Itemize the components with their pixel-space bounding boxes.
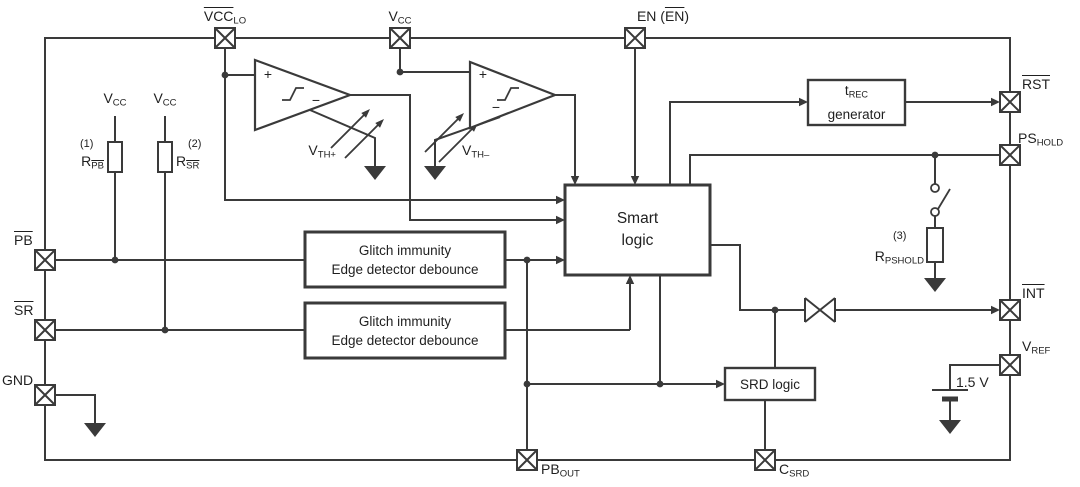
glitch-debounce-pb-block-text: Glitch immunity Edge detector debounce [331, 242, 479, 277]
wire-glitch2-output [505, 284, 631, 331]
wire-gnd [55, 394, 96, 423]
ground-symbol-vth-plus [364, 166, 386, 180]
vref-battery-symbol [932, 389, 968, 402]
comparator2-plus-sign: + [478, 66, 488, 82]
pin-vcc [389, 27, 411, 49]
ground-symbol-vref [939, 420, 961, 434]
vth-minus-label: VTH– [462, 142, 490, 161]
pin-csrd [754, 449, 776, 471]
ground-symbol-rpshold [924, 278, 946, 292]
pin-label-gnd: GND [2, 372, 34, 388]
pshold-switch [930, 183, 951, 217]
pin-rst [999, 91, 1021, 113]
pin-pbout [516, 449, 538, 471]
resistor-rpshold [926, 227, 944, 263]
pin-label-pb: PB [14, 232, 33, 248]
pin-label-int: INT [1022, 285, 1045, 301]
ground-symbol-gnd [84, 423, 106, 437]
variable-arrow-tips [361, 109, 478, 132]
int-output-driver-symbol [804, 297, 836, 323]
resistor-rpb [107, 141, 123, 173]
smart-logic-block-text: Smart logic [616, 210, 659, 249]
glitch-debounce-pb-box [303, 230, 507, 289]
rsr-label: RSR [176, 153, 200, 172]
pin-label-vcclo: VCCLO [203, 8, 247, 27]
rpb-note: (1) [80, 138, 94, 150]
srd-logic-block-text: SRD logic [739, 376, 801, 392]
rpb-label: RPB [81, 153, 104, 172]
pin-label-rst: RST [1022, 76, 1050, 92]
rpb-supply-label: VCC [103, 90, 127, 109]
pin-gnd [34, 384, 56, 406]
pin-vcclo [214, 27, 236, 49]
pin-en [624, 27, 646, 49]
smart-logic-box [563, 183, 712, 277]
wire-vref [949, 364, 1000, 420]
pin-pshold [999, 144, 1021, 166]
ground-symbol-vth-minus [424, 166, 446, 180]
wire-pshold [689, 154, 1000, 278]
wire-comp1-output [350, 94, 556, 221]
pin-label-csrd: CSRD [779, 461, 810, 480]
variable-arrows [330, 114, 473, 163]
comparator-1 [253, 58, 354, 132]
rpshold-note: (3) [893, 230, 907, 242]
pin-int [999, 299, 1021, 321]
trec-generator-block-text: tREC generator [827, 83, 886, 122]
pins [34, 27, 1021, 471]
pin-label-pbout: PBOUT [541, 461, 580, 480]
pin-label-pshold: PSHOLD [1018, 130, 1064, 149]
trec-generator-box [806, 78, 907, 127]
vref-value-label: 1.5 V [956, 374, 989, 390]
srd-logic-box [723, 366, 817, 402]
wire-vth-plus [309, 109, 376, 166]
glitch-debounce-sr-block-text: Glitch immunity Edge detector debounce [331, 313, 479, 348]
comparator-2 [468, 60, 559, 130]
pin-pb [34, 249, 56, 271]
pin-label-sr: SR [14, 302, 34, 318]
wire-vcclo [224, 48, 556, 201]
pin-vref [999, 354, 1021, 376]
glitch-debounce-sr-box [303, 301, 507, 360]
junction-dots [111, 68, 939, 388]
wire-comp2-output [555, 94, 576, 176]
rsr-supply-label: VCC [153, 90, 177, 109]
comparator1-plus-sign: + [263, 66, 273, 82]
comparator2-minus-sign: − [491, 99, 501, 115]
vth-plus-label: VTH+ [308, 142, 336, 161]
pin-label-vcc: VCC [388, 8, 412, 27]
pin-sr [34, 319, 56, 341]
rpshold-label: RPSHOLD [874, 248, 924, 267]
hysteresis-icon-1 [282, 87, 304, 101]
resistor-rsr [157, 141, 173, 173]
rsr-note: (2) [188, 138, 202, 150]
wire-trec-input [669, 101, 799, 185]
pin-label-vref: VREF [1022, 338, 1051, 357]
wire-vcc [399, 48, 470, 73]
pin-label-en: EN (EN) [636, 8, 690, 24]
hysteresis-icon-2 [497, 87, 519, 101]
arrowheads [556, 97, 1000, 389]
comparator1-minus-sign: − [311, 92, 321, 108]
